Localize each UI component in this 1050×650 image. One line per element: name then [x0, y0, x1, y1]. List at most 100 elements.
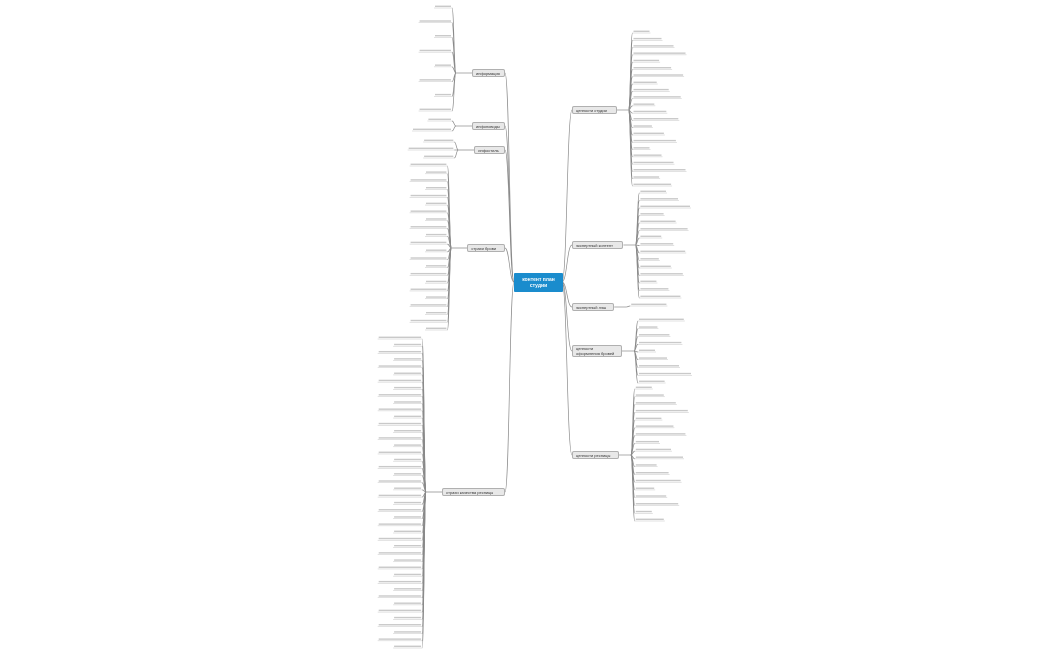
leaf-text-placeholder [426, 187, 447, 189]
branch-b-infostil[interactable]: инфостиль [474, 146, 505, 154]
leaf-text-placeholder [633, 110, 667, 113]
leaf-text-placeholder [378, 624, 422, 626]
leaf-text-placeholder [631, 303, 667, 305]
leaf-text-placeholder [633, 176, 660, 178]
leaf-text-placeholder [435, 5, 451, 7]
leaf-text-placeholder [635, 425, 674, 427]
leaf-text-placeholder [639, 380, 665, 382]
leaf-text-placeholder [428, 118, 451, 120]
leaf-text-placeholder [394, 602, 422, 604]
leaf-text-placeholder [633, 96, 681, 98]
leaf-text-placeholder [378, 451, 422, 453]
leaf-connector [628, 109, 633, 187]
leaf-text-placeholder [635, 409, 688, 412]
leaf-text-placeholder [419, 20, 451, 22]
leaf-text-placeholder [633, 37, 662, 40]
branch-b-strahi-brovi[interactable]: страхи брови [467, 244, 505, 252]
leaf-connector [454, 141, 459, 151]
leaf-text-placeholder [408, 147, 454, 149]
leaf-text-placeholder [639, 357, 667, 359]
leaf-text-placeholder [394, 544, 422, 547]
branch-b-strahi-gubi[interactable]: страхи качества ресницы [442, 488, 505, 496]
branch-b-expert-lash[interactable]: экспертный лэш [572, 303, 615, 311]
leaf-text-placeholder [639, 326, 658, 328]
branch-b-cennost-resnic[interactable]: ценности ресницы [572, 451, 619, 459]
leaf-text-placeholder [378, 509, 422, 511]
leaf-text-placeholder [426, 218, 447, 220]
leaf-text-placeholder [378, 408, 422, 410]
leaf-connector [451, 120, 457, 127]
central-topic[interactable]: контент план студии [514, 273, 563, 292]
leaf-text-placeholder [394, 631, 422, 633]
leaf-text-placeholder [378, 465, 422, 468]
leaf-text-placeholder [424, 139, 454, 141]
leaf-text-placeholder [640, 250, 686, 252]
leaf-text-placeholder [639, 372, 691, 375]
connector-b_cennost_brovi [561, 281, 573, 352]
leaf-text-placeholder [410, 288, 447, 290]
leaf-text-placeholder [633, 103, 655, 105]
branch-b-cennosti-studii[interactable]: ценности студии [572, 106, 617, 114]
leaf-text-placeholder [635, 464, 657, 466]
leaf-text-placeholder [640, 235, 662, 237]
leaf-text-placeholder [378, 552, 422, 554]
leaf-text-placeholder [640, 273, 683, 275]
leaf-text-placeholder [633, 125, 652, 127]
leaf-text-placeholder [410, 272, 447, 275]
leaf-text-placeholder [640, 288, 669, 290]
branch-label: ценности ресницы [576, 453, 611, 458]
leaf-text-placeholder [640, 280, 657, 282]
leaf-text-placeholder [633, 30, 650, 32]
branch-b-infopovody[interactable]: инфоповоды [472, 122, 505, 130]
leaf-connector [451, 51, 457, 74]
leaf-connector [447, 247, 452, 331]
leaf-text-placeholder [633, 161, 674, 164]
leaf-text-placeholder [639, 349, 655, 351]
leaf-text-placeholder [378, 350, 422, 353]
leaf-text-placeholder [426, 249, 447, 251]
leaf-text-placeholder [378, 422, 422, 425]
leaf-text-placeholder [640, 198, 678, 200]
leaf-connector [633, 350, 639, 384]
leaf-text-placeholder [426, 233, 447, 236]
leaf-text-placeholder [635, 433, 686, 435]
branch-label: информация [476, 71, 500, 76]
leaf-text-placeholder [435, 93, 451, 96]
leaf-text-placeholder [394, 444, 422, 446]
leaf-text-placeholder [633, 183, 672, 185]
leaf-text-placeholder [640, 205, 690, 207]
leaf-text-placeholder [633, 169, 686, 171]
branch-b-expert[interactable]: экспертный контент [572, 241, 624, 249]
leaf-connector [454, 149, 459, 159]
leaf-connector [626, 305, 631, 308]
leaf-text-placeholder [394, 501, 422, 504]
leaf-text-placeholder [394, 458, 422, 461]
leaf-text-placeholder [394, 573, 422, 576]
leaf-text-placeholder [378, 480, 422, 482]
leaf-text-placeholder [640, 258, 659, 260]
leaf-text-placeholder [426, 171, 447, 173]
branch-b-info[interactable]: информация [472, 69, 505, 77]
connector-b_infostil [504, 149, 515, 283]
leaf-text-placeholder [394, 372, 422, 374]
leaf-text-placeholder [426, 280, 447, 283]
connector-b_expert [561, 244, 573, 283]
connector-b_info [504, 72, 515, 283]
leaf-text-placeholder [633, 67, 672, 69]
leaf-text-placeholder [394, 588, 422, 590]
leaf-text-placeholder [394, 358, 422, 360]
leaf-text-placeholder [419, 108, 451, 110]
branch-label: инфостиль [478, 148, 499, 153]
leaf-text-placeholder [378, 336, 422, 338]
leaf-text-placeholder [410, 210, 447, 212]
branch-b-cennost-brovi[interactable]: ценности оформления бровей [572, 345, 622, 357]
leaf-text-placeholder [394, 616, 422, 619]
leaf-text-placeholder [394, 401, 422, 403]
leaf-text-placeholder [378, 566, 422, 568]
connector-b_cennost_resnic [561, 281, 573, 456]
connector-b_cennosti_studii [561, 109, 573, 283]
leaf-text-placeholder [378, 609, 422, 612]
leaf-text-placeholder [394, 415, 422, 418]
leaf-text-placeholder [378, 580, 422, 583]
